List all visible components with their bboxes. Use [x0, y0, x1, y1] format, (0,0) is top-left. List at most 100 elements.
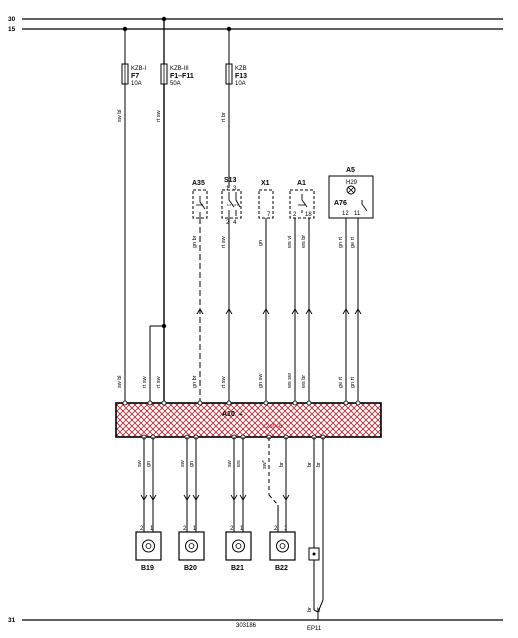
- sensor-pin: 1: [193, 526, 197, 532]
- rail-31: 31: [8, 617, 503, 624]
- lower-wires: [143, 437, 324, 620]
- wire-label: sw: [180, 460, 186, 467]
- gear-icon: [276, 539, 289, 553]
- s13-label: S13: [224, 177, 237, 184]
- x1-pin: 7: [267, 212, 271, 218]
- wire-label: ws br: [301, 235, 307, 249]
- wire-arrows: [196, 308, 362, 315]
- wire-label: gn: [189, 461, 195, 467]
- sensor-pin: 2: [183, 526, 187, 532]
- gear-icon: [185, 539, 198, 553]
- gear-icon: [232, 539, 245, 553]
- wire-label: ge rt: [350, 237, 356, 248]
- sensor-pin: 1: [284, 526, 288, 532]
- rail-15-label: 15: [8, 26, 16, 33]
- ground-symbol: ⏚: [238, 411, 244, 418]
- wire-label: br: [316, 462, 322, 467]
- a1-pin-2: 2: [293, 212, 297, 218]
- s13-pin-3: 3: [233, 186, 237, 192]
- fuse-f7-box: KZB-I: [131, 66, 147, 72]
- wire-label: gn: [146, 461, 152, 467]
- drawing-number: 303186: [236, 623, 257, 629]
- a10-control-unit: A10 ⏚ Y2d9s6: [115, 400, 382, 440]
- b21-label: B21: [231, 565, 244, 572]
- wire-label: gn br: [192, 235, 198, 248]
- b20-label: B20: [184, 565, 197, 572]
- a1-pin-18: 18: [305, 212, 312, 218]
- wire-label: gn rt: [338, 237, 344, 248]
- fuse-f13-name: F13: [235, 73, 247, 80]
- a5-module: A5 H29 A76 12 11: [328, 167, 374, 219]
- a35-label: A35: [192, 180, 205, 187]
- sensor-pin: 2: [140, 526, 144, 532]
- upper-wire-labels: sw bl rt sw rt br gn br rt sw gn ws vi w…: [117, 109, 356, 249]
- fuse-f13-box: KZB: [235, 66, 247, 72]
- s13-pin-2: 2: [226, 220, 230, 226]
- a76-pin-11: 11: [354, 211, 361, 217]
- a1-switch: A1 2 18: [289, 180, 315, 219]
- h29-label: H29: [346, 180, 358, 186]
- sensor-pin: 2: [230, 526, 234, 532]
- rail-30: 30: [8, 16, 503, 23]
- wire-label: rt sw: [142, 376, 148, 388]
- sensor-b21: 2 1 B21: [225, 526, 252, 572]
- fuse-f13: KZB F13 10A: [225, 29, 247, 87]
- sensor-pin: 2: [274, 526, 278, 532]
- wire-label: sw: [137, 460, 143, 467]
- fuse-f7-name: F7: [131, 73, 139, 80]
- a5-label: A5: [346, 167, 355, 174]
- a76-pin-12: 12: [342, 211, 349, 217]
- wire-label: sw bl: [117, 375, 123, 388]
- b19-label: B19: [141, 565, 154, 572]
- wire-label: rt sw: [221, 376, 227, 388]
- wire-label: ge rt: [338, 377, 344, 388]
- a1-label: A1: [297, 180, 306, 187]
- a10-top-pins: [122, 400, 361, 406]
- wire-label: br: [307, 462, 313, 467]
- x1-connector: X1 7: [258, 180, 274, 219]
- wire-label: rt sw: [221, 236, 227, 248]
- s13-pin-1: 1: [226, 186, 230, 192]
- wire-label: ws vi: [287, 236, 293, 249]
- wire-label: gn sw: [258, 374, 264, 388]
- lower-wire-arrows: [140, 494, 290, 501]
- rail-30-label: 30: [8, 16, 16, 23]
- wire-label: br: [307, 607, 313, 612]
- a10-label: A10: [222, 411, 235, 418]
- fuse-f7: KZB-I F7 10A: [121, 29, 147, 87]
- fuse-f1-f11-box: KZB-III: [170, 66, 189, 72]
- wire-label: gn: [258, 240, 264, 246]
- a35-switch: A35: [192, 180, 208, 219]
- upper-wires: [124, 84, 359, 402]
- a76-label: A76: [334, 200, 347, 207]
- wire-label: gn rt: [350, 377, 356, 388]
- rail-31-label: 31: [8, 617, 16, 624]
- x1-label: X1: [261, 180, 270, 187]
- wire-label-star: sw*: [262, 459, 268, 469]
- b22-label: B22: [275, 565, 288, 572]
- sensor-b20: 2 1 B20: [178, 526, 205, 572]
- bottom-wire-labels: sw gn sw gn sw ws sw* br br br br br: [137, 459, 322, 612]
- wire-label: br: [279, 462, 285, 467]
- sensor-b22: 2 1 B22: [269, 526, 296, 572]
- fuse-f1-f11-name: F1–F11: [170, 73, 194, 80]
- fuse-f7-rating: 10A: [131, 81, 142, 87]
- wire-label: ws br: [301, 375, 307, 389]
- fuse-f1-f11: KZB-III F1–F11 50A: [160, 19, 194, 87]
- s13-pin-4: 4: [233, 220, 237, 226]
- wire-label: rt sw: [156, 110, 162, 122]
- junction-dot: [161, 323, 167, 329]
- wire-label: gn br: [192, 375, 198, 388]
- sensor-pin: 1: [240, 526, 244, 532]
- fuse-f13-rating: 10A: [235, 81, 246, 87]
- wire-label: sw bl: [117, 109, 123, 122]
- rail-15: 15: [8, 26, 503, 33]
- sensor-b19: 2 1 B19: [135, 526, 162, 572]
- gear-icon: [142, 539, 155, 553]
- wire-label: sw: [227, 460, 233, 467]
- wire-label: ws sw: [287, 373, 293, 389]
- a10-tag: Y2d9s6: [262, 424, 283, 430]
- inline-connector: [308, 547, 320, 561]
- lower-wire-labels: sw bl rt sw rt sw gn br rt sw gn sw ws s…: [117, 373, 356, 389]
